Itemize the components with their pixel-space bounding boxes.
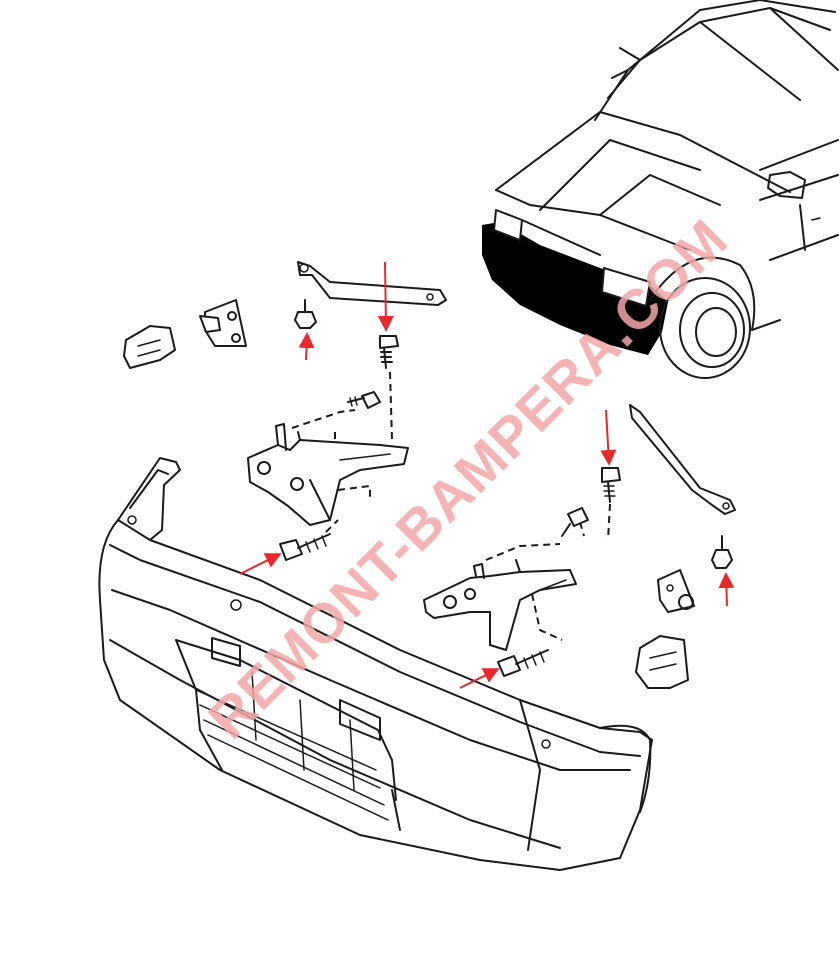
arrow-right-top-bolt — [600, 409, 617, 466]
blackout-bumper — [482, 222, 668, 355]
left-bumper-bracket — [247, 423, 409, 526]
left-mid-bolt — [347, 391, 381, 409]
arrow-right-lower-bolt — [459, 668, 500, 689]
left-support-rod — [297, 261, 447, 306]
left-bracket-guides — [291, 371, 393, 500]
right-lower-bolt — [497, 649, 549, 677]
right-support-rod — [629, 404, 736, 515]
right-bracket-guides — [485, 521, 585, 641]
right-guide — [635, 635, 689, 689]
left-upper-bolt — [379, 335, 399, 369]
right-clip — [711, 535, 733, 569]
arrow-left-top-bolt — [377, 261, 394, 332]
right-side-clip — [657, 569, 695, 613]
arrow-right-clip — [718, 572, 735, 607]
arrow-markers — [239, 261, 735, 689]
front-bumper-cover — [98, 457, 653, 871]
right-upper-bolt — [601, 467, 621, 541]
vehicle-front — [482, 0, 839, 379]
right-mid-bolt — [561, 507, 589, 537]
left-guide — [123, 325, 176, 369]
left-side-clip — [199, 299, 247, 347]
right-bumper-bracket — [423, 559, 577, 651]
arrow-left-clip — [298, 332, 315, 361]
left-lower-bolt — [279, 519, 339, 561]
left-clip — [294, 299, 317, 329]
arrow-left-lower-bolt — [239, 553, 282, 575]
